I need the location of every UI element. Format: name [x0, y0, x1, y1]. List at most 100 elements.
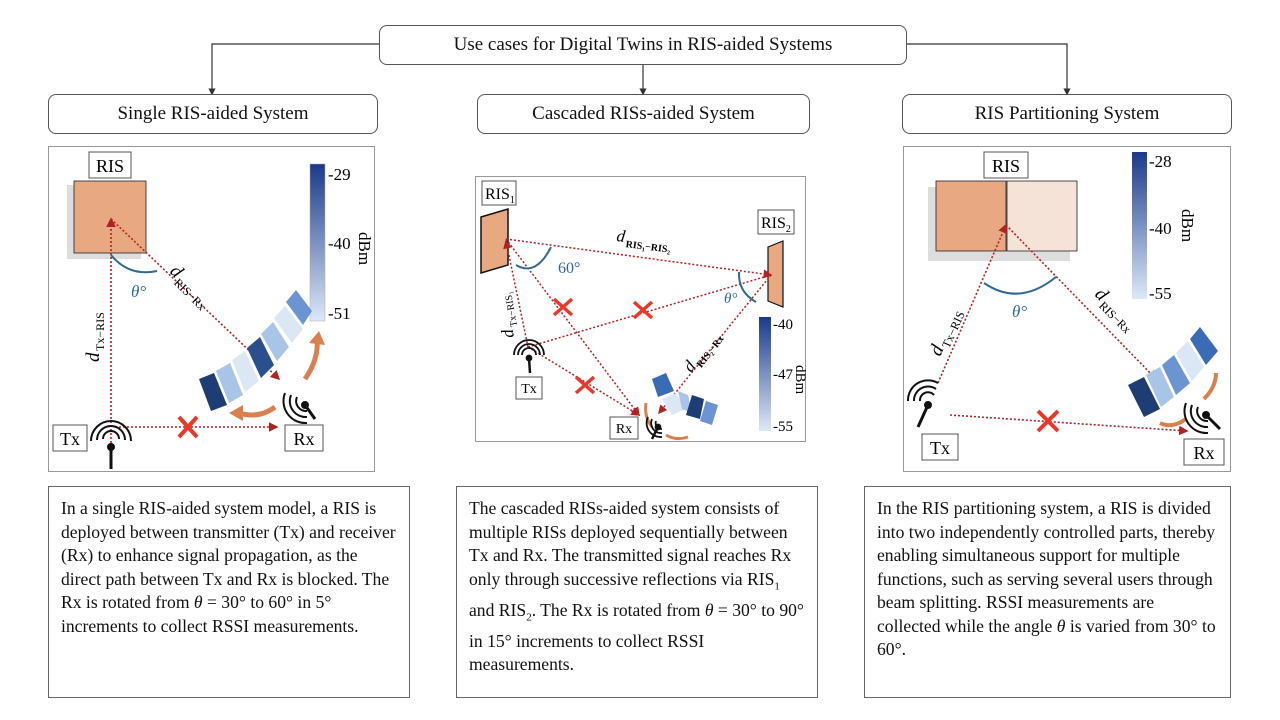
- distance-tx-ris1-label: d Tx−RIS₁: [498, 291, 520, 340]
- description-cascaded-ris: The cascaded RISs-aided system consists …: [456, 486, 818, 698]
- tx-label: Tx: [930, 438, 950, 458]
- ris1-surface: [480, 207, 509, 275]
- svg-text:d: d: [498, 327, 518, 339]
- theta-symbol: θ: [704, 599, 714, 620]
- rotation-arrow: [1159, 417, 1188, 428]
- desc-text: and RIS: [469, 599, 527, 620]
- tx-antenna-icon: [906, 379, 939, 428]
- desc-text: In the RIS partitioning system, a RIS is…: [877, 498, 1216, 636]
- distance-tx-ris-label: d Tx−RIS: [925, 309, 968, 359]
- angle-label: θ°: [1012, 302, 1027, 321]
- rx-label: Rx: [293, 429, 314, 449]
- rx-label-box: [1183, 438, 1225, 466]
- desc-text: = 30° to 60° in 5° increments to collect…: [61, 592, 359, 636]
- distance-ris2-rx-label: d RIS₂−Rx: [679, 334, 727, 376]
- rx-label: Rx: [1193, 443, 1214, 463]
- ris1-label: RIS1: [485, 186, 515, 206]
- connector-left: [208, 43, 380, 96]
- rotation-arrow-up: [302, 338, 320, 381]
- colorbar: [309, 163, 326, 322]
- beam-pattern: [652, 373, 718, 425]
- rx-label: Rx: [616, 422, 632, 437]
- svg-text:Tx−RIS₁: Tx−RIS₁: [503, 291, 520, 328]
- ris-surface: [73, 180, 147, 254]
- path-tx-rx-blocked: [527, 346, 641, 416]
- colorbar: [759, 317, 771, 431]
- header-ris-partitioning-label: RIS Partitioning System: [974, 103, 1160, 124]
- ris-label-box: [88, 151, 132, 179]
- description-cascaded-ris-text: The cascaded RISs-aided system consists …: [469, 497, 805, 677]
- header-single-ris-label: Single RIS-aided System: [117, 103, 309, 124]
- svg-text:Tx−RIS: Tx−RIS: [93, 312, 107, 351]
- ris2-label: RIS2: [761, 215, 791, 235]
- blocked-x-icon: [552, 297, 654, 395]
- svg-text:RIS₂−Rx: RIS₂−Rx: [695, 334, 727, 370]
- desc-text: . The Rx is rotated from: [531, 599, 705, 620]
- angle-label: θ°: [724, 291, 737, 307]
- description-ris-partitioning: In the RIS partitioning system, a RIS is…: [864, 486, 1231, 698]
- ris-label-box: [983, 151, 1029, 179]
- diagram-single-ris: RIS θ° d Tx−RIS d RIS−Rx -29 -40 -51 dBm: [48, 146, 375, 472]
- header-cascaded-ris-label: Cascaded RISs-aided System: [532, 103, 755, 124]
- rx-label-box: [609, 416, 639, 440]
- colorbar-tick-max: -29: [328, 165, 351, 184]
- path-tx-ris2-blocked: [527, 274, 772, 348]
- subscript: 2: [526, 611, 532, 624]
- angle-label: θ°: [131, 282, 146, 301]
- svg-text:Tx−RIS: Tx−RIS: [939, 309, 968, 350]
- colorbar-tick-max: -28: [1149, 152, 1172, 171]
- desc-text: is varied from 30° to 60°.: [877, 615, 1216, 660]
- rx-label-box: [284, 424, 324, 452]
- ris-label: RIS: [96, 156, 124, 176]
- path-ris2-rx: [658, 274, 772, 415]
- distance-ris-rx-label: d RIS−Rx: [165, 261, 209, 314]
- colorbar: [1132, 152, 1147, 299]
- tx-antenna-icon: [513, 339, 545, 374]
- rotation-arrow: [665, 433, 689, 441]
- description-ris-partitioning-text: In the RIS partitioning system, a RIS is…: [877, 497, 1218, 662]
- ris2-surface: [767, 240, 784, 308]
- tx-label: Tx: [521, 382, 537, 397]
- desc-text: The cascaded RISs-aided system consists …: [469, 498, 792, 589]
- subscript: 1: [774, 580, 780, 593]
- colorbar-unit: dBm: [792, 365, 807, 395]
- header-ris-partitioning: RIS Partitioning System: [902, 94, 1232, 134]
- angle-fixed-label: 60°: [558, 260, 580, 277]
- blocked-x-icon: [1036, 409, 1060, 433]
- tx-label-box: [52, 424, 88, 452]
- ris-part-left: [935, 180, 1007, 252]
- colorbar-unit: dBm: [1178, 209, 1197, 242]
- colorbar-tick-mid: -40: [328, 234, 351, 253]
- tx-label: Tx: [60, 429, 80, 449]
- ris-part-right: [1006, 180, 1078, 252]
- blocked-x-icon: [177, 415, 199, 439]
- colorbar-tick-min: -51: [328, 304, 351, 323]
- header-cascaded-ris: Cascaded RISs-aided System: [477, 94, 810, 134]
- path-tx-ris: [937, 223, 1008, 384]
- desc-text: In a single RIS-aided system model, a RI…: [61, 498, 396, 612]
- angle-arc: [983, 276, 1057, 295]
- colorbar-tick-mid: -47: [773, 367, 793, 383]
- rx-antenna-icon: [282, 392, 317, 425]
- rotation-arrowhead-up: [309, 331, 325, 345]
- path-ris1-ris2: [505, 238, 773, 279]
- main-title-box: Use cases for Digital Twins in RIS-aided…: [379, 25, 907, 65]
- beam-pattern: [1128, 327, 1218, 417]
- angle-arc-ris1: [515, 246, 552, 270]
- rotation-arrow: [1202, 372, 1218, 401]
- angle-arc-ris2: [737, 271, 757, 303]
- description-single-ris: In a single RIS-aided system model, a RI…: [48, 486, 410, 698]
- ris1-label-box: [481, 180, 517, 206]
- desc-text: = 30° to 90° in 15° increments to collec…: [469, 599, 804, 675]
- svg-text:RIS−Rx: RIS−Rx: [171, 276, 209, 314]
- rx-antenna-icon: [645, 416, 663, 440]
- theta-symbol: θ: [1056, 615, 1066, 636]
- svg-text:d: d: [83, 352, 104, 362]
- description-single-ris-text: In a single RIS-aided system model, a RI…: [61, 497, 397, 638]
- distance-ris1-ris2-label: d RIS₁−RIS₂: [616, 226, 671, 256]
- beam-pattern: [199, 290, 312, 411]
- theta-symbol: θ: [193, 592, 203, 612]
- colorbar-tick-mid: -40: [1149, 219, 1172, 238]
- colorbar-tick-min: -55: [773, 419, 793, 435]
